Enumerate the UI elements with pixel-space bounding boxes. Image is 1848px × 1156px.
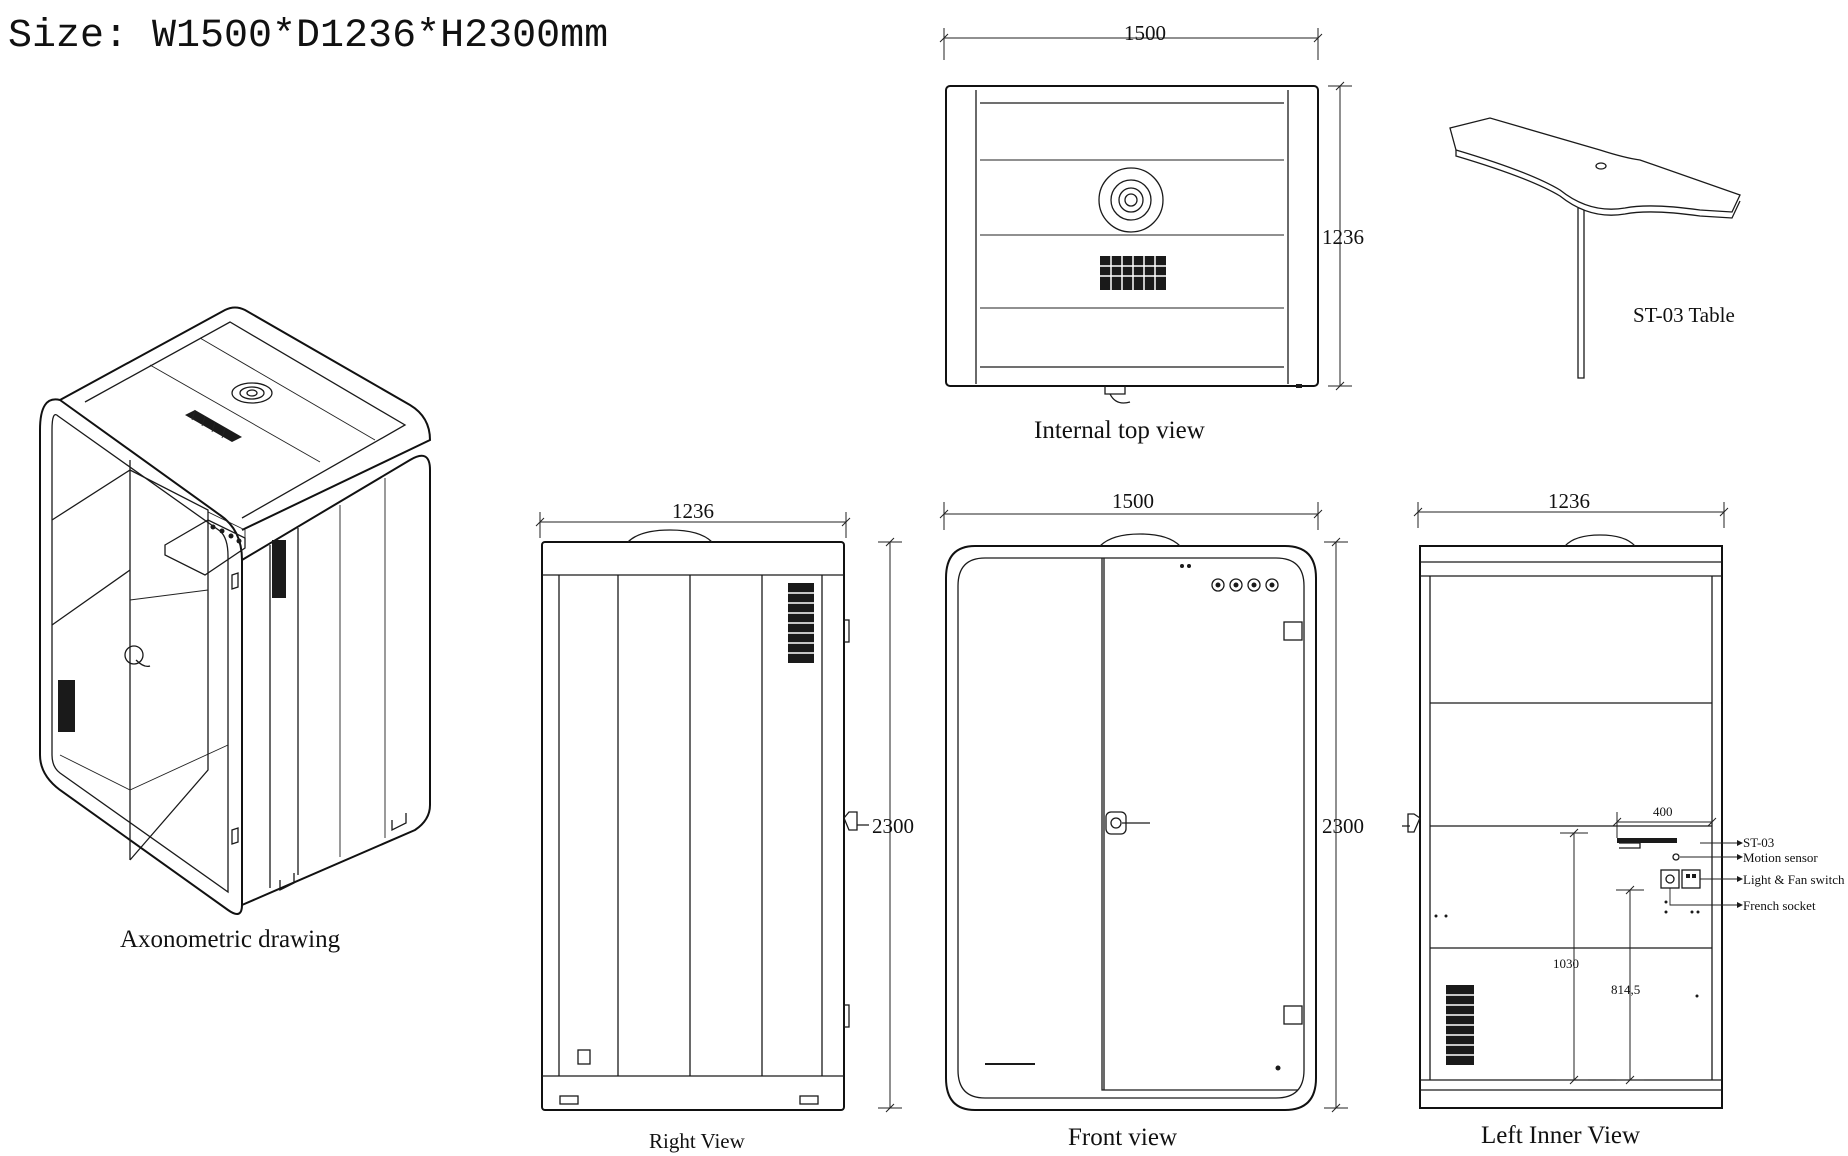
front-view-caption: Front view xyxy=(1068,1124,1177,1151)
top-vent-icon xyxy=(1100,256,1166,290)
side-vent-icon xyxy=(272,540,286,598)
door-handle-icon xyxy=(1105,811,1150,835)
callout-motion-sensor: Motion sensor xyxy=(1743,850,1818,865)
internal-top-caption: Internal top view xyxy=(1034,417,1205,444)
callout-st03: ST-03 xyxy=(1743,835,1774,850)
axonometric-caption: Axonometric drawing xyxy=(120,926,341,953)
left-inner-caption: Left Inner View xyxy=(1481,1122,1640,1149)
front-height-dim: 2300 xyxy=(1322,814,1364,838)
right-height-dim: 2300 xyxy=(872,814,914,838)
right-width-dim: 1236 xyxy=(672,499,714,523)
front-width-dim: 1500 xyxy=(1112,489,1154,513)
front-view xyxy=(939,502,1348,1113)
internal-top-view xyxy=(939,28,1352,404)
right-view xyxy=(535,512,902,1113)
left-dim-400: 400 xyxy=(1653,804,1673,819)
left-dim-8145: 814,5 xyxy=(1611,982,1640,997)
left-inner-view xyxy=(1402,502,1743,1109)
left-width-dim: 1236 xyxy=(1548,489,1590,513)
roof-vent-icon xyxy=(185,409,242,442)
left-dim-1030: 1030 xyxy=(1553,956,1579,971)
callout-french-socket: French socket xyxy=(1743,898,1816,913)
control-panel-icons xyxy=(1211,578,1279,592)
axonometric-drawing xyxy=(39,306,432,915)
size-title: Size: W1500*D1236*H2300mm xyxy=(8,14,608,59)
callout-light-fan-switch: Light & Fan switch xyxy=(1743,872,1845,887)
table-caption: ST-03 Table xyxy=(1633,303,1735,327)
right-view-caption: Right View xyxy=(649,1129,746,1153)
st03-table-drawing xyxy=(1449,117,1741,379)
top-depth-dim: 1236 xyxy=(1322,225,1364,249)
top-width-dim: 1500 xyxy=(1124,21,1166,45)
